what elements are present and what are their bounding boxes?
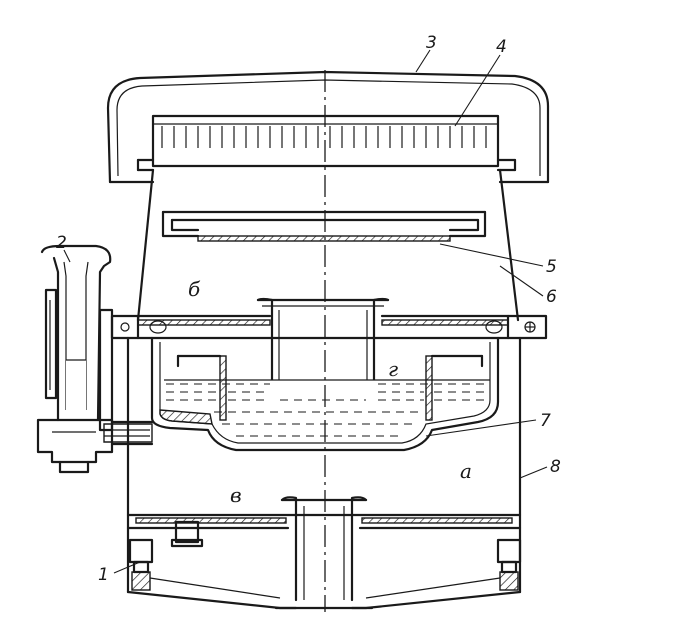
zone-v-label: в — [230, 483, 242, 507]
zone-g-label: г — [388, 357, 398, 381]
callout-1: 1 — [98, 565, 109, 585]
callout-2: 2 — [56, 233, 67, 253]
leader-lines — [63, 49, 548, 574]
zone-a-label: а — [460, 459, 472, 483]
housing — [126, 168, 522, 594]
oil-level-lines — [70, 367, 490, 437]
mesh-tray — [161, 210, 487, 242]
oil-bath — [70, 336, 500, 452]
zone-b-label: б — [188, 277, 201, 301]
callout-8: 8 — [550, 457, 561, 477]
callout-3: 3 — [426, 33, 437, 53]
grid-filter-element — [136, 114, 517, 172]
base-assembly — [126, 496, 522, 610]
middle-flange — [110, 314, 548, 340]
oil-level-gauge — [36, 244, 154, 474]
callout-7: 7 — [540, 411, 551, 431]
callout-5: 5 — [546, 257, 557, 277]
callout-4: 4 — [496, 37, 507, 57]
callout-6: 6 — [546, 287, 557, 307]
